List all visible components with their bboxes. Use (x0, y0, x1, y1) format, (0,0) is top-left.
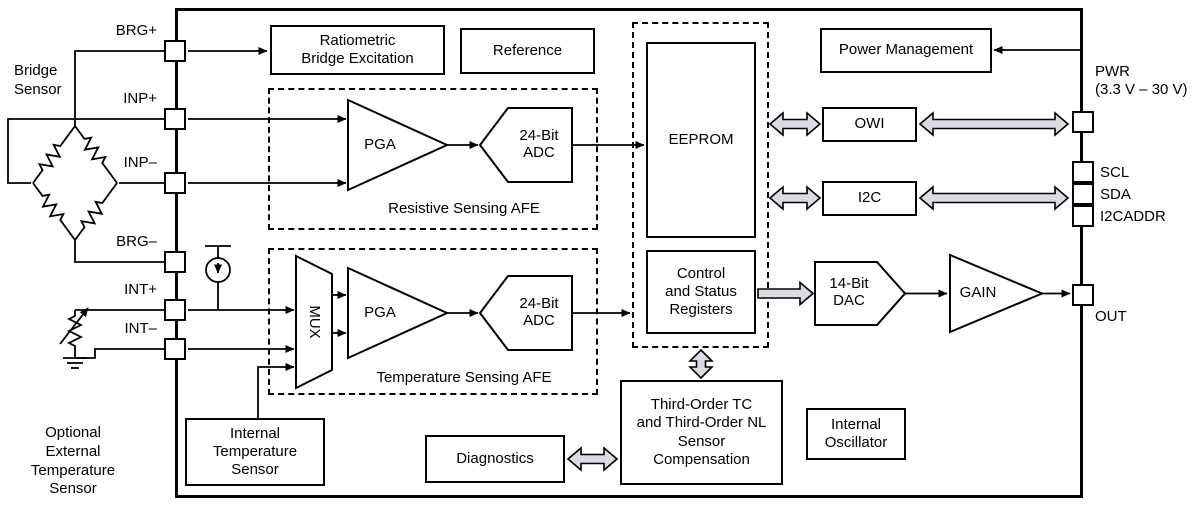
reference-label: Reference (492, 41, 563, 59)
temperature-afe-group-box (268, 248, 598, 395)
pin-i2caddr (1072, 205, 1094, 227)
adc-resistive-shape (478, 107, 573, 183)
ratiometric-bridge-excitation-block: Ratiometric Bridge Excitation (270, 25, 445, 75)
pin-int-minus (164, 338, 186, 360)
bridge-sensor-label: Bridge Sensor (14, 62, 62, 98)
i2c-block: I2C (822, 181, 917, 216)
mux-label: MUX (306, 305, 324, 339)
gain-label: GAIN (959, 284, 997, 302)
power-management-block: Power Management (820, 28, 992, 73)
pin-int-plus (164, 299, 186, 321)
mux-shape (295, 254, 333, 390)
pin-label-i2caddr: I2CADDR (1100, 208, 1166, 225)
bridge-resistor-icon (32, 182, 76, 241)
thermistor-arrow-icon (59, 307, 89, 345)
oscillator-label: Internal Oscillator (824, 415, 888, 451)
pin-scl (1072, 161, 1094, 183)
pin-brg-plus (164, 40, 186, 62)
bridge-resistor-icon (74, 125, 118, 184)
internal-temp-sensor-block: Internal Temperature Sensor (185, 418, 325, 486)
bridge-resistor-icon (74, 182, 118, 241)
bridge-sensor-drawing (7, 50, 165, 263)
ratiometric-label: Ratiometric Bridge Excitation (301, 31, 414, 67)
diagnostics-comp-bus-arrow (566, 446, 619, 472)
pin-label-inp-minus: INP– (123, 154, 157, 171)
resistive-afe-label: Resistive Sensing AFE (388, 200, 540, 217)
i2c-pins-bus-arrow (918, 185, 1070, 211)
owi-label: OWI (854, 115, 885, 133)
pin-label-inp-plus: INP+ (123, 90, 157, 107)
eeprom-i2c-bus-arrow (768, 185, 822, 211)
eeprom-block: EEPROM (646, 42, 756, 238)
pin-label-pwr-range: (3.3 V – 30 V) (1095, 81, 1188, 98)
pin-out (1072, 284, 1094, 306)
temperature-afe-label: Temperature Sensing AFE (376, 369, 552, 386)
eeprom-label: EEPROM (668, 130, 734, 148)
pin-sda (1072, 183, 1094, 205)
pin-label-pwr: PWR (1095, 63, 1130, 80)
pga-temp-label: PGA (364, 303, 396, 321)
reference-block: Reference (460, 28, 595, 74)
thermistor-drawing (59, 307, 165, 369)
bridge-resistor-icon (32, 125, 76, 184)
pin-inp-plus (164, 108, 186, 130)
compensation-label: Third-Order TC and Third-Order NL Sensor… (636, 395, 767, 468)
pin-label-brg-minus: BRG– (116, 233, 157, 250)
diagnostics-label: Diagnostics (456, 449, 534, 467)
optional-ext-temp-label: Optional External Temperature Sensor (30, 424, 116, 498)
internal-oscillator-block: Internal Oscillator (806, 408, 906, 460)
pin-label-sda: SDA (1100, 186, 1131, 203)
pin-pwr (1072, 111, 1094, 133)
pin-label-out: OUT (1095, 308, 1127, 325)
pin-label-int-minus: INT– (124, 320, 157, 337)
pin-inp-minus (164, 172, 186, 194)
adc-temp-shape (478, 275, 573, 351)
adc-resistive-label: 24-Bit ADC (519, 127, 559, 161)
diagnostics-block: Diagnostics (425, 435, 565, 483)
adc-temp-label: 24-Bit ADC (519, 295, 559, 329)
signal-arrows (188, 46, 1081, 418)
registers-label: Control and Status Registers (665, 264, 737, 319)
compensation-block: Third-Order TC and Third-Order NL Sensor… (620, 380, 783, 485)
pga-resistive-shape (347, 98, 450, 192)
memory-comp-bus-arrow (688, 348, 714, 380)
i2c-label: I2C (857, 189, 882, 207)
control-status-registers-block: Control and Status Registers (646, 250, 756, 334)
dac-shape (814, 261, 907, 326)
thermistor-icon (66, 310, 84, 358)
owi-pwr-bus-arrow (918, 111, 1070, 137)
pga-resistive-label: PGA (364, 135, 396, 153)
bus-arrows (566, 111, 1070, 472)
resistive-afe-group-box (268, 88, 598, 230)
int-temp-sensor-label: Internal Temperature Sensor (212, 424, 298, 479)
pin-label-scl: SCL (1100, 164, 1130, 181)
eeprom-owi-bus-arrow (768, 111, 822, 137)
owi-block: OWI (822, 107, 917, 142)
memory-group-box (632, 22, 769, 348)
pin-label-int-plus: INT+ (124, 281, 157, 298)
current-source-icon (205, 245, 231, 310)
pin-brg-minus (164, 251, 186, 273)
pga-temp-shape (347, 266, 450, 360)
pin-label-brg-plus: BRG+ (115, 22, 157, 39)
registers-dac-arrow (757, 280, 815, 307)
dac-label: 14-Bit DAC (829, 275, 869, 309)
power-management-label: Power Management (838, 41, 974, 59)
gain-shape (949, 253, 1045, 334)
